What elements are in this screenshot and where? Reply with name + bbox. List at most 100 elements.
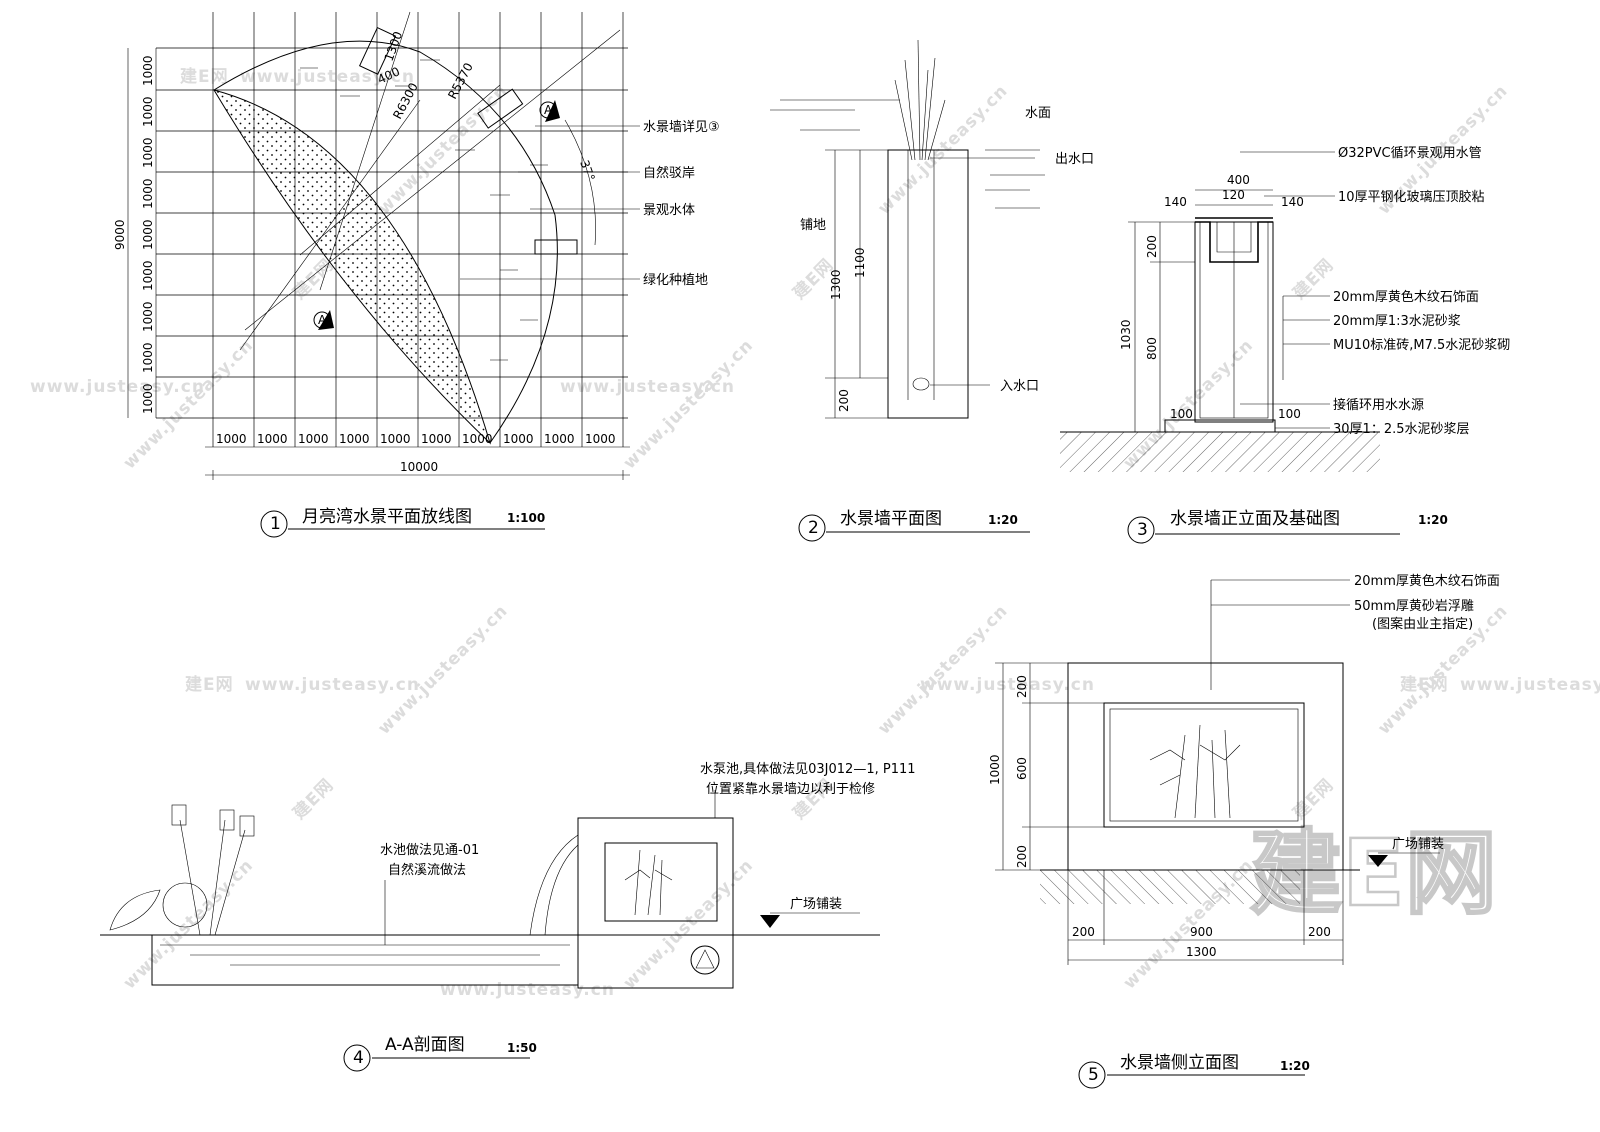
angle-arc (564, 119, 596, 246)
svg-text:1000: 1000 (141, 137, 155, 168)
svg-text:A: A (318, 313, 327, 327)
watermark-text: www.justeasy.cn (440, 980, 615, 1000)
ground-hatch (1040, 870, 1300, 904)
watermark-text: 建E网 (185, 674, 234, 695)
callout-wall-detail: 水景墙详见③ (643, 120, 720, 135)
dim-label: 140 (1164, 195, 1187, 209)
drawing-4-section: 水泵池,具体做法见03J012—1, P111 位置紧靠水景墙边以利于检修 水池… (100, 762, 916, 1072)
label-pool-method: 水池做法见通-01 (380, 843, 479, 858)
label-sandstone-relief: 50mm厚黄砂岩浮雕 (1354, 599, 1474, 614)
dim-label: 200 (1308, 925, 1331, 939)
svg-text:1000: 1000 (216, 432, 247, 446)
dim-label: 400 (1227, 173, 1250, 187)
watermark-text: 建E网 (180, 66, 229, 87)
label-pvc-pipe: Ø32PVC循环景观用水管 (1338, 146, 1482, 161)
y-dimension-lines (127, 48, 157, 418)
wall-detail-rect (358, 26, 397, 75)
dim-label: 100 (1170, 407, 1193, 421)
svg-text:1000: 1000 (380, 432, 411, 446)
svg-text:1000: 1000 (141, 383, 155, 414)
svg-text:1000: 1000 (544, 432, 575, 446)
drawing-number-circle (260, 510, 288, 538)
wall-face (1067, 662, 1344, 871)
label-pump-pool: 水泵池,具体做法见03J012—1, P111 (700, 762, 916, 777)
svg-text:1000: 1000 (257, 432, 288, 446)
reed-plant (894, 39, 946, 161)
wall-section (577, 817, 734, 989)
wall-detail-rect (534, 239, 578, 255)
dim-label: 200 (1145, 235, 1159, 258)
watermark-text: www.justeasy.cn (374, 81, 512, 219)
label-plaza-paving: 广场铺装 (790, 897, 842, 912)
svg-text:1000: 1000 (141, 342, 155, 373)
x-dimension-labels: 1000 1000 1000 1000 1000 1000 1000 1000 … (216, 432, 616, 474)
label-mortar: 20mm厚1:3水泥砂浆 (1333, 314, 1461, 329)
water-outline (213, 40, 558, 444)
drawing-number: 5 (1088, 1065, 1099, 1085)
drawing-number: 2 (808, 518, 819, 538)
label-pattern-note: (图案由业主指定) (1372, 617, 1473, 632)
watermark-text: www.justeasy.cn (620, 855, 758, 993)
watermark-text: 建E网 (289, 774, 338, 823)
drawing-scale: 1:50 (507, 1041, 537, 1055)
angle-label: 37° (577, 158, 597, 183)
svg-text:1000: 1000 (141, 260, 155, 291)
watermark-text: www.justeasy.cn (620, 335, 758, 473)
elevation-leaders (1240, 151, 1335, 429)
pool-water-lines (160, 944, 570, 966)
radius-line (319, 11, 411, 291)
label-water-source: 接循环用水水源 (1333, 397, 1424, 413)
dim-label: 120 (1222, 188, 1245, 202)
ground-hatch (1060, 432, 1380, 472)
svg-text:1000: 1000 (462, 432, 493, 446)
relief-frame (1103, 702, 1305, 828)
drawing-5-side-elevation: 20mm厚黄色木纹石饰面 50mm厚黄砂岩浮雕 (图案由业主指定) 广场铺装 1… (988, 573, 1500, 1089)
bamboo-relief (624, 849, 673, 916)
svg-text:10000: 10000 (400, 460, 438, 474)
dim-label: 200 (1015, 675, 1029, 698)
drawing-number: 3 (1137, 520, 1148, 540)
dim-label: 1100 (853, 247, 867, 278)
pool-outline (151, 935, 579, 986)
section-mark-top: A (539, 100, 560, 122)
watermark-text: www.justeasy.cn (1460, 675, 1600, 695)
dim-label: 140 (1281, 195, 1304, 209)
relief-panel (604, 842, 718, 922)
callout-natural-bank: 自然驳岸 (643, 165, 695, 181)
drawing-scale: 1:20 (1280, 1059, 1310, 1073)
radius-line (239, 99, 421, 351)
drawing-title: 水景墙平面图 (840, 509, 942, 529)
dim-label: 100 (1278, 407, 1301, 421)
y-dimension-labels: 1000 1000 1000 1000 1000 1000 1000 1000 … (113, 55, 155, 414)
label-water-surface: 水面 (1025, 106, 1051, 121)
svg-text:1000: 1000 (141, 178, 155, 209)
svg-text:1000: 1000 (298, 432, 329, 446)
label-glass-top: 10厚平钢化玻璃压顶胶粘 (1338, 189, 1485, 205)
watermark-text: www.justeasy.cn (245, 675, 420, 695)
label-paving: 铺地 (800, 218, 826, 233)
planting-sketch (109, 804, 255, 936)
drawing-scale: 1:100 (507, 511, 545, 525)
section-mark-bottom: A (313, 310, 334, 330)
label-pump-position: 位置紧靠水景墙边以利于检修 (706, 782, 875, 797)
svg-text:A: A (544, 103, 553, 117)
watermark-text: www.justeasy.cn (874, 601, 1012, 739)
label-stream-method: 自然溪流做法 (388, 862, 466, 878)
drawing-scale: 1:20 (988, 513, 1018, 527)
drawing-2-wall-plan: 1300 1100 200 水面 出水口 铺地 入水口 2 水景墙平面图 1:2… (770, 39, 1094, 542)
radius-line (244, 29, 621, 331)
watermark-text: 建E网 (1400, 674, 1449, 695)
drawing-title: 水景墙侧立面图 (1120, 1053, 1239, 1073)
watermark-text: www.justeasy.cn (30, 377, 205, 397)
bamboo-relief (1149, 724, 1241, 819)
svg-text:9000: 9000 (113, 219, 127, 250)
svg-text:1000: 1000 (339, 432, 370, 446)
label-brick: MU10标准砖,M7.5水泥砂浆砌 (1333, 338, 1510, 353)
radius-label: R5370 (445, 60, 476, 101)
label-stone-finish: 20mm厚黄色木纹石饰面 (1354, 573, 1500, 589)
dim-label: 200 (1072, 925, 1095, 939)
svg-text:1000: 1000 (421, 432, 452, 446)
drawing-title: A-A剖面图 (385, 1035, 465, 1055)
watermark-text: www.justeasy.cn (240, 67, 415, 87)
